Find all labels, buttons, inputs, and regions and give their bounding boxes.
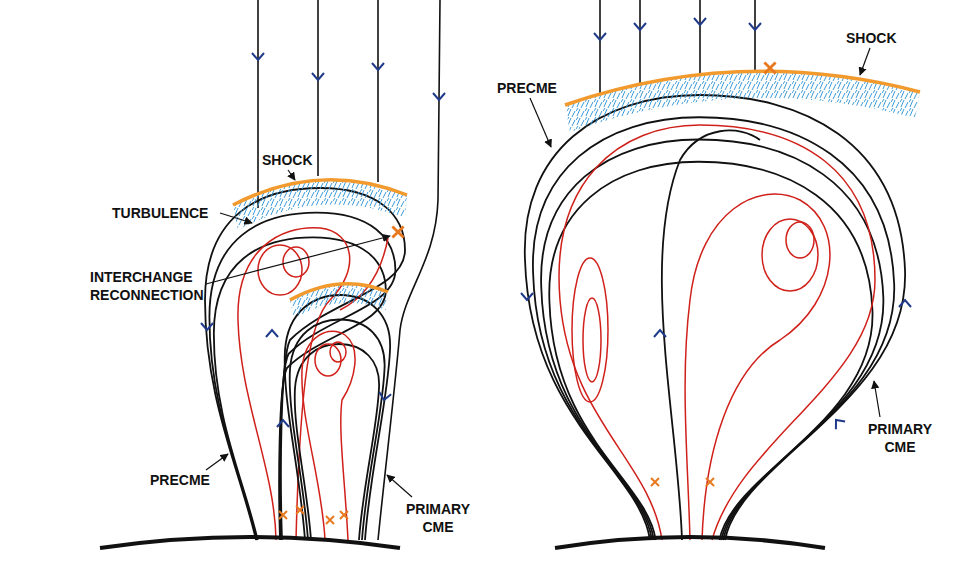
label-text: PRIMARY CME bbox=[406, 501, 470, 535]
label-text: SHOCK bbox=[846, 30, 897, 46]
callout-label: SHOCK bbox=[846, 29, 897, 47]
callout-label: TURBULENCE bbox=[112, 204, 208, 222]
right-panel bbox=[521, 0, 920, 548]
label-text: INTERCHANGE RECONNECTION bbox=[90, 269, 204, 303]
callout-label: PRIMARY CME bbox=[860, 420, 940, 456]
label-text: PRECME bbox=[497, 80, 557, 96]
callout-label: PRECME bbox=[497, 79, 557, 97]
leader-lines bbox=[206, 48, 880, 497]
label-text: TURBULENCE bbox=[112, 205, 208, 221]
label-text: PRIMARY CME bbox=[868, 421, 932, 455]
callout-label: PRIMARY CME bbox=[398, 500, 478, 536]
label-text: PRECME bbox=[150, 472, 210, 488]
label-text: SHOCK bbox=[262, 152, 313, 168]
callout-label: SHOCK bbox=[262, 151, 313, 169]
callout-label: PRECME bbox=[150, 471, 210, 489]
callout-label: INTERCHANGE RECONNECTION bbox=[90, 268, 206, 304]
